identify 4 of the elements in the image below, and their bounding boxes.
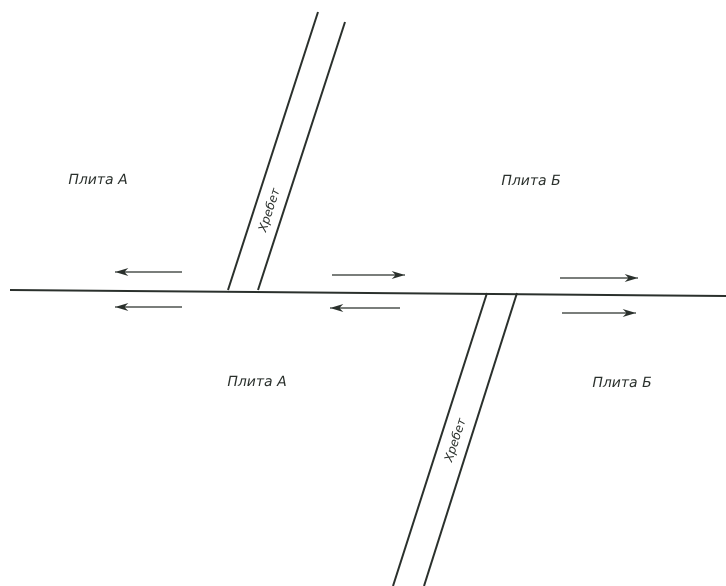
plate-label: Плита Б xyxy=(501,174,561,188)
plate-label: Плита Б xyxy=(592,376,652,390)
plate-label: Плита А xyxy=(68,173,128,187)
plate-label: Плита А xyxy=(227,375,287,389)
